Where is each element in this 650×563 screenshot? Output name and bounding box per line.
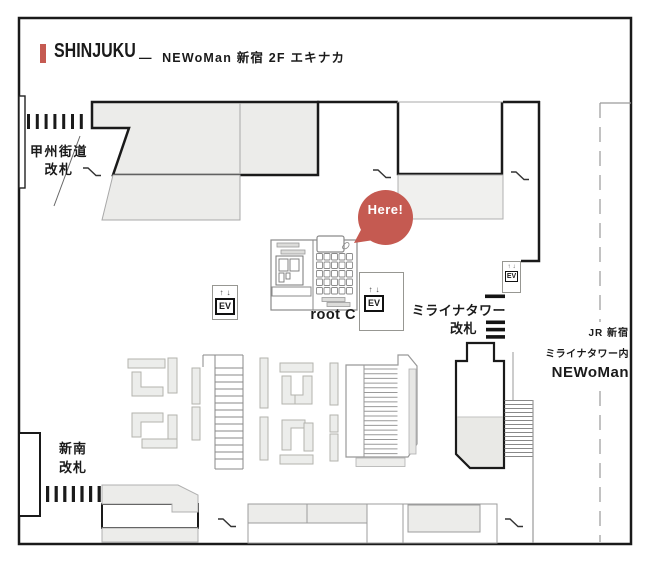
gate-ticks-shinnan <box>46 486 101 502</box>
map-border <box>17 16 633 546</box>
gate-shinnan-name: 新南 <box>58 441 87 456</box>
elevator-arrows-icon: ↑↓ <box>219 288 234 297</box>
elevator-symbol: ↑↓ EV <box>215 288 236 315</box>
gate-shinnan-kaisatsu: 改札 <box>58 460 87 475</box>
gate-label-miraina-tower: ミライナタワー 改札 <box>405 302 506 337</box>
subtitle-text: NEWoMan 新宿 2F エキナカ <box>162 51 346 65</box>
gate-label-koshu-kaido: 甲州街道 改札 <box>22 143 96 179</box>
seating-cluster-a <box>127 357 178 449</box>
subtitle-dash: — <box>139 51 153 65</box>
stairs-center-west <box>202 354 244 470</box>
seat-grid <box>316 253 353 295</box>
gate-label-shin-minami: 新南 改札 <box>40 439 106 477</box>
newoman-text: NEWoMan <box>551 364 629 381</box>
south-block-center <box>247 503 498 544</box>
elevator-ev-badge: EV <box>215 298 236 315</box>
miraina-tower-inside-text: ミライナタワー内 <box>545 349 629 360</box>
gate-boundary-diagonal <box>53 135 81 207</box>
miraina-tower-footprint <box>454 341 506 470</box>
seating-cluster-b <box>279 362 314 465</box>
title-accent-bar <box>40 44 46 63</box>
north-block-b <box>396 101 504 176</box>
gate-ticks-koshu <box>27 114 83 129</box>
elevator-ev-badge: EV <box>364 295 385 312</box>
elevator-symbol: ↑↓ EV <box>364 285 385 312</box>
stairs-center-east <box>345 354 418 467</box>
elevator-center: ↑↓ EV <box>359 272 404 331</box>
here-marker-label: Here! <box>367 202 404 217</box>
gate-ticks-miraina <box>485 294 505 339</box>
gate-koshu-kaisatsu: 改札 <box>44 162 74 177</box>
bench-bars-west <box>191 367 201 441</box>
escalator-mark-icon <box>373 169 391 179</box>
jr-shinjuku-text: JR 新宿 <box>588 328 629 339</box>
decorative-mark-icon <box>341 242 350 250</box>
station-title: SHINJUKU <box>54 40 136 62</box>
east-wall <box>521 101 541 263</box>
bench-bars-mid <box>259 357 269 461</box>
gate-miraina-name: ミライナタワー <box>411 303 506 318</box>
gate-miraina-kaisatsu: 改札 <box>449 320 477 336</box>
concourse-strip-left <box>101 174 241 221</box>
elevator-arrows-icon: ↑↓ <box>368 285 383 294</box>
escalator-marks <box>83 167 529 528</box>
shop-root-c <box>270 235 358 311</box>
escalator-mark-icon <box>505 518 523 528</box>
jr-area-label: JR 新宿 ミライナタワー内 NEWoMan <box>520 322 629 384</box>
south-block-west <box>101 484 199 543</box>
shop-label-root-c: root C <box>310 307 356 323</box>
concourse-strip-right <box>397 174 504 220</box>
elevator-symbol: ↑↓ EV <box>504 264 519 282</box>
escalator-mark-icon <box>511 171 529 181</box>
elevator-arrows-icon: ↑↓ <box>507 264 518 270</box>
elevator-ev-badge: EV <box>504 271 519 282</box>
map-subtitle: — NEWoMan 新宿 2F エキナカ <box>139 47 345 66</box>
wall-niche-bottom-left <box>18 432 41 517</box>
escalator-mark-icon <box>83 167 101 177</box>
bench-bars-east <box>329 362 339 462</box>
elevator-west: ↑↓ EV <box>212 285 238 320</box>
gate-koshu-name: 甲州街道 <box>29 144 88 159</box>
elevator-east: ↑↓ EV <box>502 261 521 293</box>
stairs-tower-east <box>504 352 534 543</box>
here-marker: Here! <box>358 190 413 245</box>
wall-niche-top-left <box>18 95 26 189</box>
escalator-mark-icon <box>218 518 236 528</box>
